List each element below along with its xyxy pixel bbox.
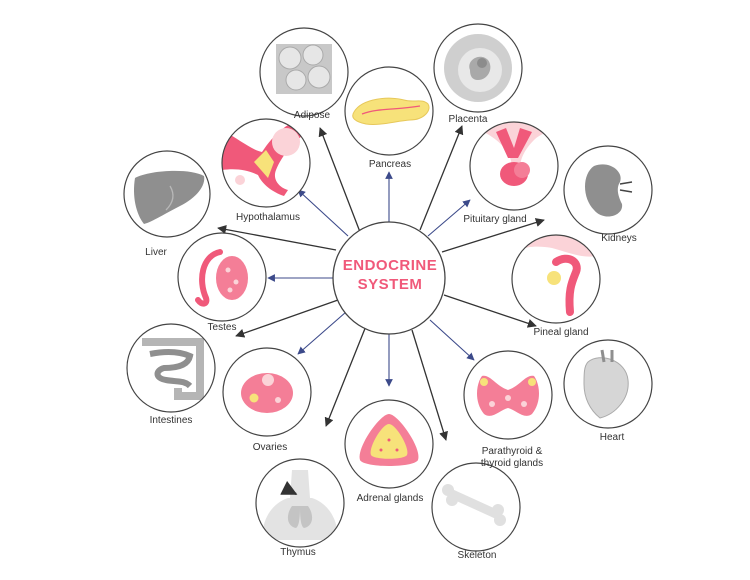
label-hypothalamus: Hypothalamus — [236, 212, 300, 223]
thymus-node — [255, 458, 345, 548]
parathyroid-node — [463, 350, 553, 440]
adipose-node — [259, 27, 349, 117]
label-placenta: Placenta — [448, 114, 488, 125]
pineal-gland-icon — [512, 235, 600, 323]
arrow-to-parathyroid — [429, 319, 475, 361]
diagram-title: ENDOCRINE SYSTEM — [330, 256, 450, 294]
label-skeleton: Skeleton — [457, 550, 497, 561]
ovary-icon — [223, 348, 311, 436]
arrow-to-pineal — [443, 294, 537, 328]
arrows — [217, 125, 545, 441]
label-testes: Testes — [207, 322, 237, 333]
label-kidneys: Kidneys — [601, 233, 637, 244]
liver-icon — [124, 151, 210, 237]
label-liver: Liver — [145, 247, 167, 258]
heart-icon — [564, 340, 652, 428]
intestines-node — [126, 323, 216, 413]
label-intestines: Intestines — [149, 415, 193, 426]
arrow-to-adipose — [318, 127, 361, 233]
pituitary-gland-icon — [470, 122, 558, 210]
title-line-1: ENDOCRINE — [342, 257, 438, 274]
arrow-to-placenta — [419, 125, 464, 231]
kidneys-node — [563, 145, 653, 235]
title-line-2: SYSTEM — [357, 276, 423, 293]
arrow-to-thymus — [324, 325, 367, 427]
label-thymus: Thymus — [280, 547, 316, 558]
arrow-to-skeleton — [411, 329, 448, 441]
adrenal-node — [344, 399, 434, 489]
testes-icon — [178, 233, 266, 321]
hypothalamus-node — [221, 118, 311, 208]
adipose-tissue-icon — [260, 28, 348, 116]
pituitary-node — [469, 121, 559, 211]
kidney-icon — [564, 146, 652, 234]
label-pituitary: Pituitary gland — [463, 214, 527, 225]
skeleton-node — [431, 462, 521, 552]
placenta-node — [433, 23, 523, 113]
label-pineal: Pineal gland — [533, 327, 589, 338]
pancreas-icon — [345, 67, 433, 155]
thyroid-gland-icon — [464, 351, 552, 439]
arrow-to-kidneys — [441, 218, 545, 253]
pineal-node — [511, 234, 601, 324]
label-ovaries: Ovaries — [252, 442, 288, 453]
arrow-to-liver — [217, 225, 337, 251]
thymus-icon — [256, 459, 344, 547]
ovaries-node — [222, 347, 312, 437]
center-circle — [332, 221, 446, 335]
label-pancreas: Pancreas — [368, 159, 412, 170]
label-heart: Heart — [599, 432, 625, 443]
bone-icon — [432, 463, 520, 551]
pancreas-node — [344, 66, 434, 156]
adrenal-gland-icon — [345, 400, 433, 488]
arrow-to-ovaries — [297, 311, 347, 355]
hypothalamus-icon — [222, 119, 310, 207]
label-adipose: Adipose — [293, 110, 331, 121]
label-parathyroid: Parathyroid & thyroid glands — [480, 446, 544, 469]
heart-node — [563, 339, 653, 429]
placenta-icon — [434, 24, 522, 112]
testes-node — [177, 232, 267, 322]
intestines-icon — [127, 324, 215, 412]
label-adrenal: Adrenal glands — [356, 493, 424, 504]
liver-node — [123, 150, 211, 238]
arrow-to-hypothalamus — [297, 189, 349, 237]
arrow-to-pituitary — [427, 199, 471, 237]
arrow-to-intestines — [235, 299, 339, 338]
